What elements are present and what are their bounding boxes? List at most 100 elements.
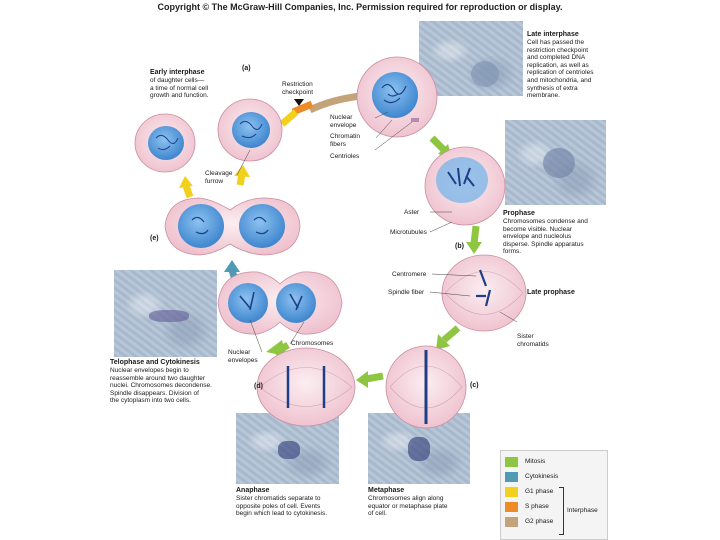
legend-label-g1: G1 phase bbox=[525, 488, 554, 495]
late-interphase-line-1: Cell has passed the bbox=[527, 39, 585, 46]
panel-label-c: (c) bbox=[470, 382, 479, 389]
nuclear-envelopes-line-1: Nuclear bbox=[228, 349, 251, 356]
early-interphase-line-2: a time of normal cell bbox=[150, 84, 209, 92]
g2-arrow bbox=[308, 92, 361, 114]
late-interphase-caption: Late interphase Cell has passed the rest… bbox=[527, 31, 637, 100]
early-interphase-line-1: of daughter cells— bbox=[150, 77, 205, 84]
anaphase-line-3: begin which lead to cytokinesis. bbox=[236, 510, 328, 518]
cytokinesis-swatch bbox=[505, 471, 518, 482]
early-interphase-cell-2 bbox=[217, 98, 283, 162]
early-interphase-title: Early interphase bbox=[150, 69, 205, 76]
nuclear-envelopes-line-2: envelopes bbox=[228, 356, 258, 364]
panel-label-b: (b) bbox=[455, 243, 464, 250]
late-interphase-line-7: synthesis of extra bbox=[527, 84, 578, 92]
copyright-notice: Copyright © The McGraw-Hill Companies, I… bbox=[157, 2, 563, 12]
g1-swatch bbox=[505, 486, 518, 497]
telophase-title: Telophase and Cytokinesis bbox=[110, 359, 200, 366]
mitosis-arrow-2 bbox=[470, 225, 480, 245]
cytokinesis-cell bbox=[164, 197, 301, 256]
telophase-cell bbox=[217, 271, 343, 335]
mitosis-arrow-1 bbox=[429, 135, 447, 153]
telophase-line-1: Nuclear envelopes begin to bbox=[110, 367, 189, 374]
prophase-line-1: Chromosomes condense and bbox=[503, 218, 588, 225]
panel-label-e: (e) bbox=[150, 235, 159, 242]
mitosis-arrow-3 bbox=[441, 325, 461, 343]
panel-label-a: (a) bbox=[242, 65, 251, 72]
s-arrow bbox=[291, 100, 314, 116]
cleavage-furrow-label: Cleavage furrow bbox=[205, 170, 232, 185]
legend-label-mitosis: Mitosis bbox=[525, 458, 546, 465]
interphase-bracket bbox=[559, 487, 564, 535]
g2-swatch bbox=[505, 516, 518, 527]
microtubules-label: Microtubules bbox=[390, 229, 427, 236]
restriction-checkpoint-line-2: checkpoint bbox=[282, 88, 314, 96]
prophase-micrograph bbox=[505, 120, 606, 205]
g1-arrow-left bbox=[182, 184, 194, 199]
nuclear-envelope-line-1: Nuclear bbox=[330, 114, 353, 121]
cycle-arrows bbox=[179, 88, 482, 388]
panel-label-d: (d) bbox=[254, 383, 263, 390]
chromatin-fibers-line-2: fibers bbox=[330, 140, 346, 148]
anaphase-caption: Anaphase Sister chromatids separate to o… bbox=[236, 487, 366, 518]
late-interphase-line-4: replication, as well as bbox=[527, 61, 589, 69]
prophase-title: Prophase bbox=[503, 210, 535, 217]
legend-item-s: S phase bbox=[505, 499, 603, 514]
legend-label-g2: G2 phase bbox=[525, 518, 554, 525]
leader-lines bbox=[236, 111, 518, 353]
telophase-line-2: reassemble around two daughter bbox=[110, 374, 206, 382]
legend-label-cytokinesis: Cytokinesis bbox=[525, 473, 559, 480]
legend: Mitosis Cytokinesis G1 phase S phase G2 … bbox=[500, 450, 608, 540]
telophase-line-5: the cytoplasm into two cells. bbox=[110, 397, 191, 405]
restriction-checkpoint-label: Restriction checkpoint bbox=[282, 81, 313, 96]
telophase-line-4: Spindle disappears. Division of bbox=[110, 389, 199, 397]
prophase-caption: Prophase Chromosomes condense and become… bbox=[503, 210, 613, 256]
aster-label: Aster bbox=[404, 209, 420, 216]
nuclear-envelopes-label: Nuclear envelopes bbox=[228, 349, 258, 364]
interphase-bracket-label: Interphase bbox=[567, 507, 598, 514]
anaphase-micrograph bbox=[236, 413, 339, 484]
mitosis-arrow-4 bbox=[365, 372, 384, 383]
s-swatch bbox=[505, 501, 518, 512]
telophase-caption: Telophase and Cytokinesis Nuclear envelo… bbox=[110, 359, 240, 405]
prophase-line-3: envelope and nucleolus bbox=[503, 233, 572, 241]
late-interphase-line-3: and completed DNA bbox=[527, 54, 586, 62]
centromere-label: Centromere bbox=[392, 271, 427, 278]
chromatin-fibers-line-1: Chromatin bbox=[330, 133, 360, 140]
late-interphase-line-6: and mitochondria, and bbox=[527, 76, 592, 84]
cleavage-furrow-line-2: furrow bbox=[205, 177, 224, 185]
restriction-checkpoint-line-1: Restriction bbox=[282, 81, 313, 88]
early-interphase-cell-1 bbox=[134, 113, 196, 173]
prophase-line-5: forms. bbox=[503, 248, 522, 256]
prophase-cell bbox=[424, 146, 506, 226]
cleavage-furrow-line-1: Cleavage bbox=[205, 170, 233, 177]
sister-chromatids-line-2: chromatids bbox=[517, 340, 549, 348]
legend-item-mitosis: Mitosis bbox=[505, 454, 603, 469]
early-interphase-caption: Early interphase of daughter cells— a ti… bbox=[150, 69, 250, 100]
telophase-micrograph bbox=[114, 270, 217, 357]
legend-item-cytokinesis: Cytokinesis bbox=[505, 469, 603, 484]
late-interphase-line-5: replication of centrioles bbox=[527, 69, 594, 77]
late-interphase-title: Late interphase bbox=[527, 31, 579, 38]
metaphase-line-2: equator or metaphase plate bbox=[368, 502, 448, 510]
late-interphase-line-2: restriction checkpoint bbox=[527, 46, 589, 54]
prophase-line-2: become visible. Nuclear bbox=[503, 225, 573, 233]
nuclear-envelope-line-2: envelope bbox=[330, 121, 357, 129]
anaphase-line-2: opposite poles of cell. Events bbox=[236, 502, 321, 510]
late-prophase-title: Late prophase bbox=[527, 289, 575, 296]
late-prophase-cell bbox=[441, 254, 527, 332]
metaphase-caption: Metaphase Chromosomes align along equato… bbox=[368, 487, 488, 518]
chromosomes-label: Chromosomes bbox=[291, 340, 334, 347]
anaphase-title: Anaphase bbox=[236, 487, 270, 494]
chromatin-fibers-label: Chromatin fibers bbox=[330, 133, 360, 148]
mitosis-swatch bbox=[505, 456, 518, 467]
sister-chromatids-line-1: Sister bbox=[517, 333, 534, 340]
anaphase-line-1: Sister chromatids separate to bbox=[236, 495, 321, 502]
late-interphase-line-8: membrane. bbox=[527, 92, 560, 100]
g1-arrow bbox=[279, 109, 299, 127]
metaphase-line-3: of cell. bbox=[368, 510, 387, 518]
anaphase-cell bbox=[256, 347, 356, 427]
metaphase-title: Metaphase bbox=[368, 487, 405, 494]
checkpoint-marker bbox=[294, 99, 304, 106]
metaphase-line-1: Chromosomes align along bbox=[368, 495, 444, 502]
